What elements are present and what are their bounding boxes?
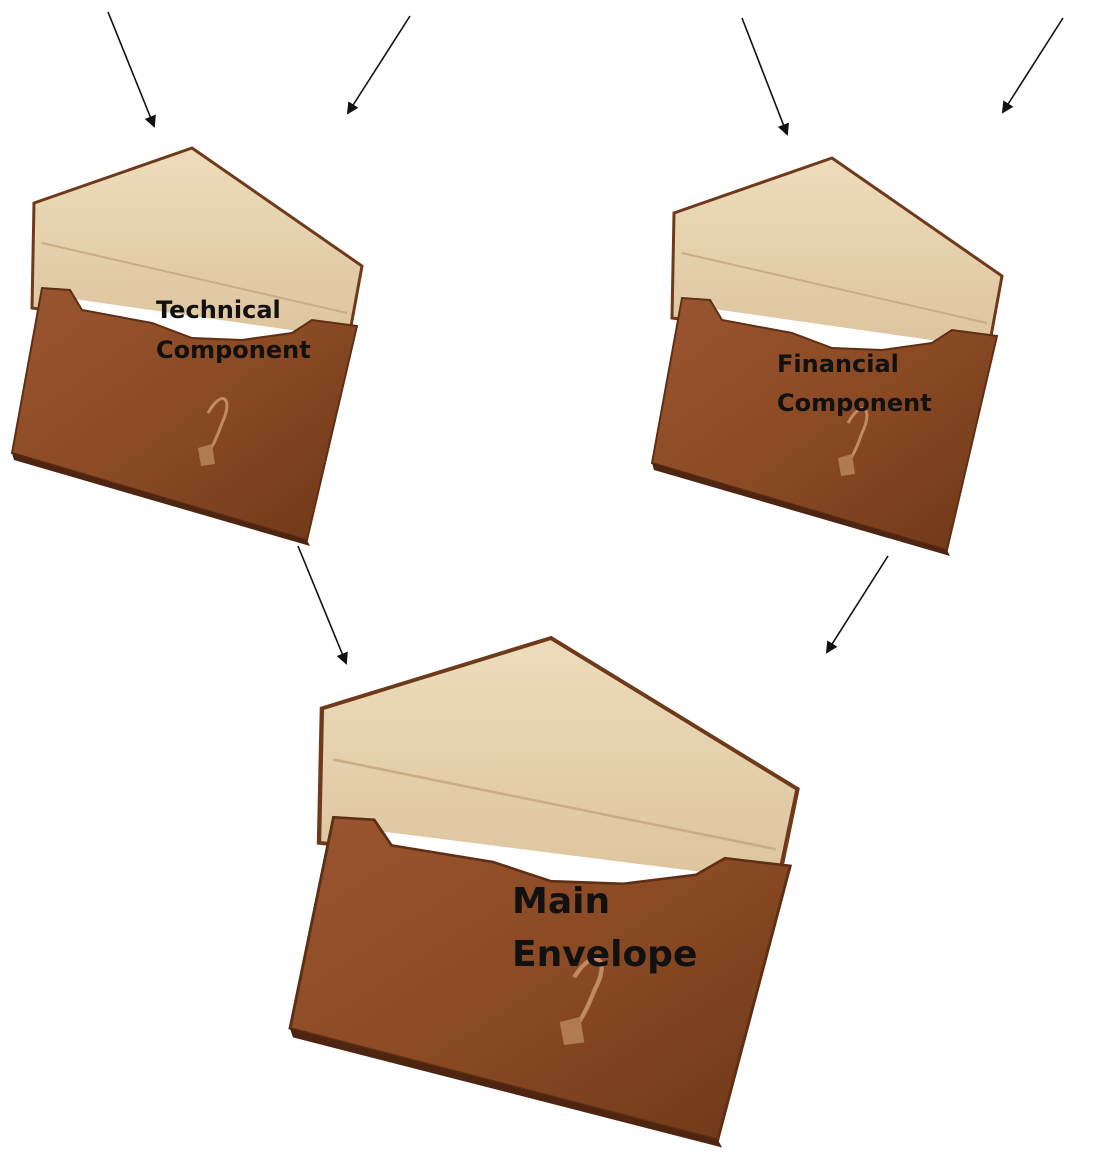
arrow-into-financial-left [742,18,787,134]
financial-label-line2: Component [777,389,932,417]
technical-label-line2: Component [156,336,311,364]
main-label-line2: Envelope [512,934,697,975]
main-label-line1: Main [512,881,610,922]
arrow-financial-to-main [827,556,888,652]
technical-label-line1: Technical [156,296,281,324]
financial-label-line1: Financial [777,350,899,378]
arrow-technical-to-main [298,546,346,663]
arrow-into-technical-right [348,16,410,113]
arrow-into-technical-left [108,12,154,126]
arrow-into-financial-right [1003,18,1063,112]
